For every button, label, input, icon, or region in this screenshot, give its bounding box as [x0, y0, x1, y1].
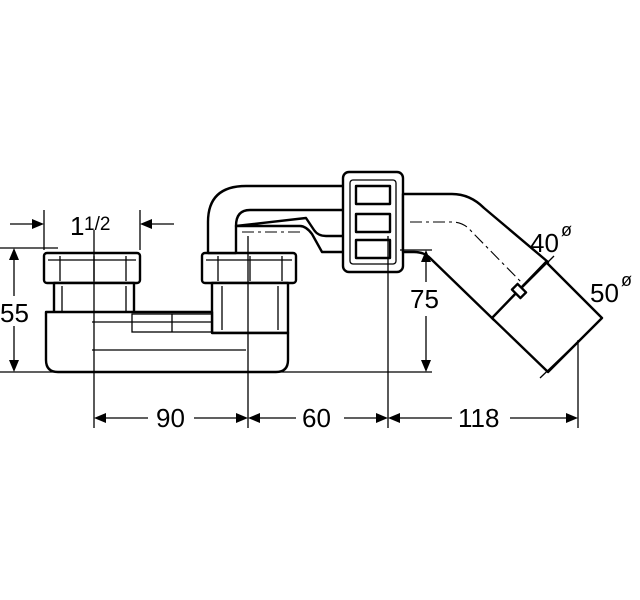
left-outlet [42, 251, 142, 315]
span-60-dimension: 60 [248, 403, 388, 433]
height-75-dimension: 75 [410, 250, 439, 372]
diameter-40-label: 40 [530, 228, 559, 258]
diameter-50-label-group: 50 ø [590, 270, 632, 308]
span-90-dimension: 90 [94, 403, 248, 433]
span-118-dimension: 118 [388, 403, 578, 433]
height-75-label: 75 [410, 284, 439, 314]
diameter-40-label-group: 40 ø [530, 220, 572, 258]
thread-size-main: 1 [70, 211, 84, 241]
height-55-dimension: 55 [0, 248, 30, 372]
middle-outlet [200, 251, 298, 335]
thread-size-fraction: 1/2 [84, 214, 110, 235]
reference-lines [0, 210, 579, 428]
height-55-label: 55 [0, 298, 29, 328]
thread-dimension: 1 1/2 [10, 211, 174, 241]
arch-pipe [206, 184, 348, 255]
diameter-50-symbol: ø [621, 270, 632, 290]
angled-outlet-pipe [401, 192, 604, 379]
span-90-label: 90 [156, 403, 185, 433]
span-60-label: 60 [302, 403, 331, 433]
diameter-50-label: 50 [590, 278, 619, 308]
diameter-40-symbol: ø [561, 220, 572, 240]
union-nut [341, 170, 405, 274]
span-118-label: 118 [458, 403, 499, 433]
